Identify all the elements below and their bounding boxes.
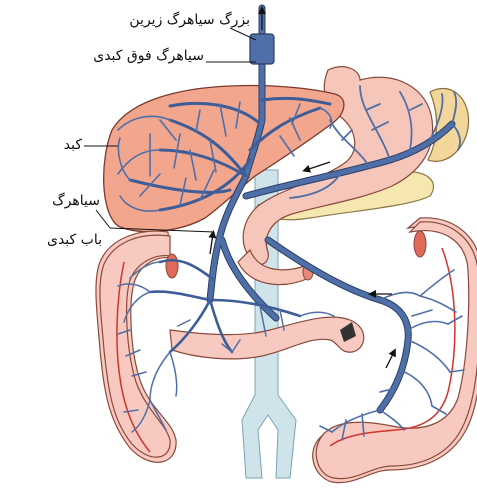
leader-portal-a [96, 210, 110, 228]
arrow-colon [386, 352, 394, 368]
label-hepatic-vein: سیاهرگ فوق کبدی [70, 48, 204, 65]
colon-opening-right [414, 231, 426, 257]
label-inferior-vena-cava: بزرگ سیاهرگ زیرین [120, 12, 250, 29]
label-portal-vein-line2: باب کبدی [8, 232, 102, 249]
arrow-splenic [306, 162, 330, 170]
label-liver: کبد [44, 137, 82, 154]
large-intestine-left [100, 235, 170, 457]
arrow-portal [210, 234, 213, 254]
label-portal-vein-line1: سیاهرگ [20, 193, 100, 210]
colon-opening-left [166, 254, 178, 278]
